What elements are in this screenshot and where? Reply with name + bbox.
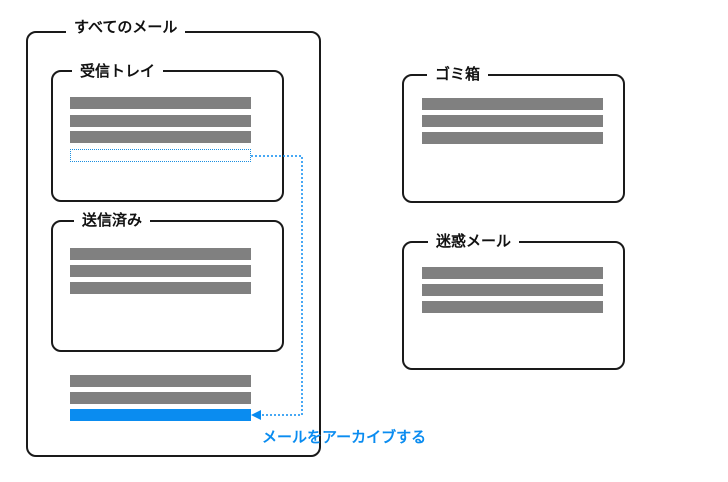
inbox-mail-placeholder: [70, 149, 251, 162]
sent-mail-line-3: [70, 282, 251, 294]
all-mail-label: すべてのメール: [66, 17, 186, 37]
sent-mail-line-2: [70, 265, 251, 277]
trash-mail-line-2: [422, 115, 603, 127]
archive-arrow-line: [251, 155, 303, 416]
trash-mail-line-1: [422, 98, 603, 110]
inbox-mail-line-3: [70, 131, 251, 143]
spam-mail-line-3: [422, 301, 603, 313]
sent-label: 送信済み: [74, 210, 151, 230]
spam-mail-line-1: [422, 267, 603, 279]
trash-mail-line-3: [422, 132, 603, 144]
sent-mail-line-1: [70, 248, 251, 260]
inbox-label: 受信トレイ: [72, 61, 164, 81]
all-mail-line-1: [70, 375, 251, 387]
archived-mail-item: [70, 409, 251, 421]
inbox-mail-line-1: [70, 97, 251, 109]
trash-label: ゴミ箱: [427, 64, 489, 84]
spam-mail-line-2: [422, 284, 603, 296]
inbox-mail-line-2: [70, 115, 251, 127]
all-mail-line-2: [70, 392, 251, 404]
archive-arrow-head: [251, 410, 261, 420]
archive-caption: メールをアーカイブする: [262, 428, 427, 446]
spam-label: 迷惑メール: [428, 231, 520, 251]
